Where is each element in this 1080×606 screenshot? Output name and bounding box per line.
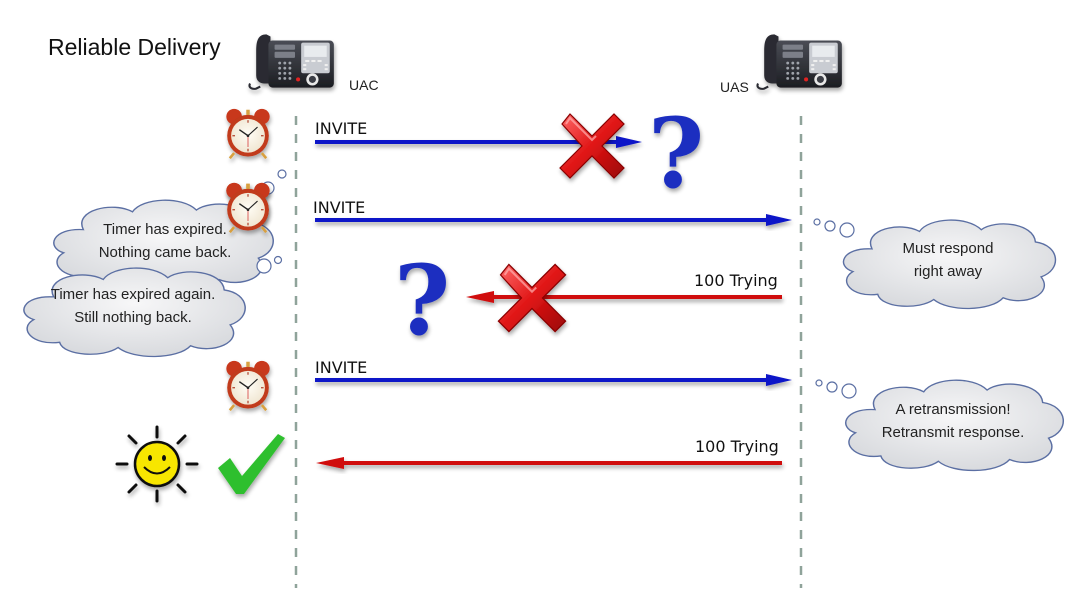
uac-label: UAC: [349, 77, 379, 93]
uas-thought-cloud-2: [815, 379, 1065, 472]
thought-line: A retransmission!: [895, 401, 1011, 418]
uac-thought-2-text: Timer has expired again. Still nothing b…: [28, 283, 238, 329]
diagram-title: Reliable Delivery: [48, 34, 221, 60]
message-4-label: INVITE: [315, 358, 368, 377]
alarm-clock-icon: [225, 360, 271, 412]
sun-smiley-icon: [115, 425, 199, 503]
message-1-invite-lost: [315, 136, 642, 148]
message-1-label: INVITE: [315, 119, 368, 138]
alarm-clock-icon: [225, 108, 271, 160]
thought-line: Still nothing back.: [74, 309, 192, 326]
uas-phone-icon: [756, 33, 843, 90]
message-5-trying: [316, 457, 782, 469]
uac-phone-icon: [248, 33, 335, 90]
thought-line: Nothing came back.: [98, 244, 232, 261]
thought-line: right away: [913, 263, 983, 280]
uas-thought-1-text: Must respond right away: [860, 237, 1036, 283]
uas-thought-cloud-1: [813, 218, 1057, 310]
uac-thought-cloud-2: [23, 255, 283, 358]
thought-line: Timer has expired.: [103, 221, 227, 238]
thought-line: Timer has expired again.: [50, 286, 216, 303]
message-2-label: INVITE: [313, 198, 366, 217]
message-5-label: 100 Trying: [695, 437, 779, 456]
thought-line: Retransmit response.: [881, 424, 1025, 441]
check-mark-icon: [218, 434, 285, 494]
message-4-invite: [315, 374, 792, 386]
question-mark-icon: ?: [648, 97, 704, 210]
uas-label: UAS: [720, 79, 749, 95]
uas-thought-2-text: A retransmission! Retransmit response.: [862, 398, 1044, 444]
message-3-label: 100 Trying: [694, 271, 778, 290]
message-2-invite: [315, 214, 792, 226]
x-mark-icon: [559, 113, 625, 179]
thought-line: Must respond: [902, 240, 994, 257]
message-3-trying-lost: [466, 291, 782, 303]
question-mark-icon: ?: [394, 244, 450, 357]
uac-thought-1-text: Timer has expired. Nothing came back.: [70, 218, 260, 264]
